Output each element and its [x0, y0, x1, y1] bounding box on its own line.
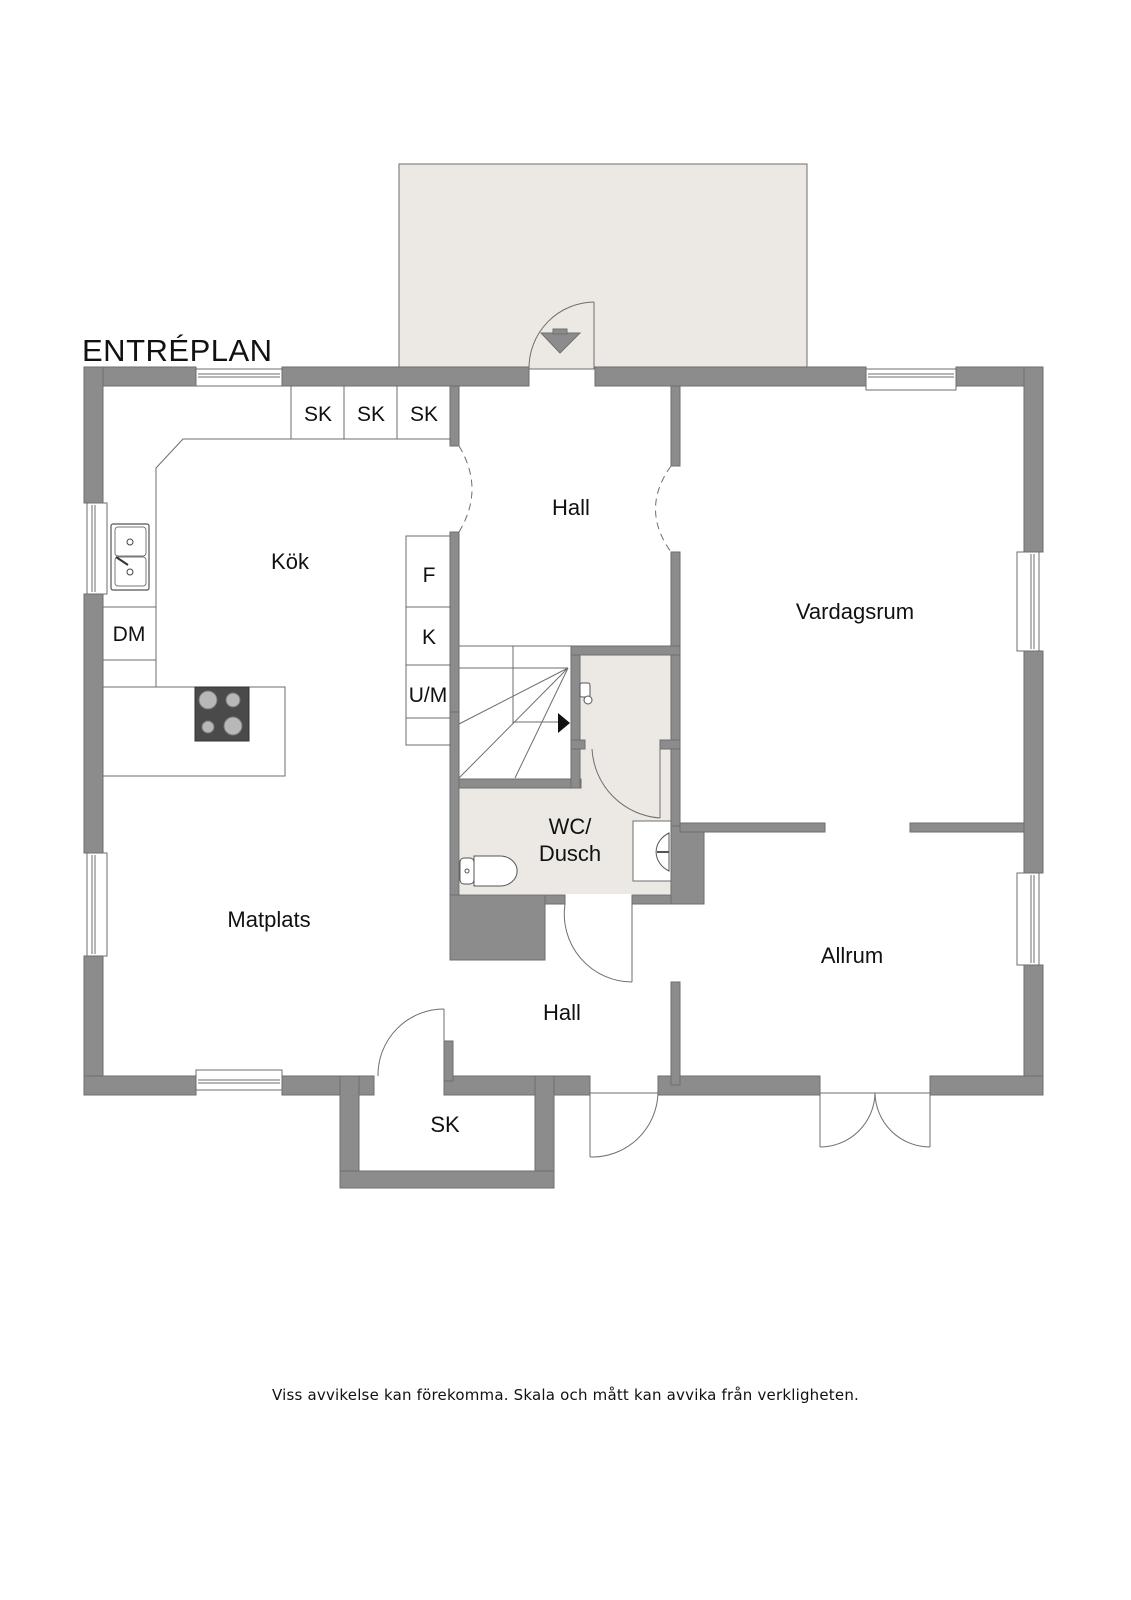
room-label-kok: Kök	[271, 549, 310, 574]
room-label-wc-line1: WC/	[549, 814, 593, 839]
wardrobe-1-label: SK	[304, 403, 332, 426]
wardrobe-3-label: SK	[410, 403, 438, 426]
stair-direction-arrow-icon	[558, 713, 570, 733]
plan-title: ENTRÉPLAN	[82, 333, 273, 368]
oven-micro-label: U/M	[409, 684, 448, 707]
kitchen-counters	[103, 385, 451, 777]
window-icon	[86, 368, 1040, 1091]
terrace	[398, 163, 808, 370]
entrance-arrow-stem	[552, 328, 568, 335]
staircase	[458, 645, 572, 780]
room-label-vardagsrum: Vardagsrum	[796, 599, 914, 624]
dishwasher-label: DM	[113, 623, 146, 646]
shower-mixer-icon	[579, 682, 593, 705]
toilet-icon	[459, 855, 518, 887]
room-label-allrum: Allrum	[821, 943, 883, 968]
room-label-hall-lower: Hall	[543, 1000, 581, 1025]
disclaimer-note: Viss avvikelse kan förekomma. Skala och …	[272, 1386, 859, 1404]
room-label-hall-upper: Hall	[552, 495, 590, 520]
wardrobe-2-label: SK	[357, 403, 385, 426]
walls	[83, 366, 1044, 1189]
fridge-label: F	[423, 564, 436, 587]
freezer-label: K	[422, 626, 436, 649]
door-icon	[377, 301, 931, 1158]
room-label-matplats: Matplats	[227, 907, 310, 932]
room-label-wc-line2: Dusch	[539, 841, 601, 866]
room-label-sk-closet: SK	[430, 1112, 460, 1137]
stove-icon	[194, 686, 250, 742]
sink-icon	[110, 523, 150, 591]
washbasin-icon	[632, 820, 672, 882]
